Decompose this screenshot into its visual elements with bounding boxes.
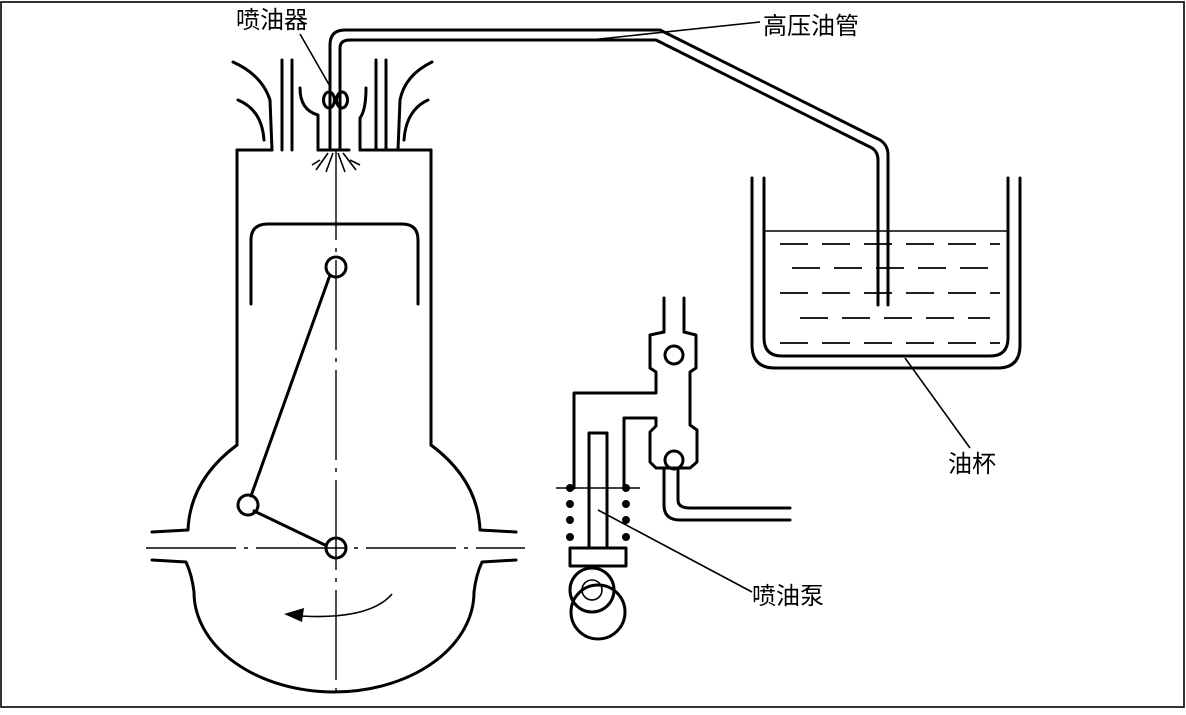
injector-label: 喷油器	[236, 6, 308, 34]
crankshaft-center	[324, 536, 348, 560]
injection-pump-label: 喷油泵	[752, 582, 824, 610]
rotation-arrow	[284, 593, 393, 622]
oil-cup	[750, 176, 1022, 370]
connecting-rod	[236, 255, 348, 560]
injection-pump	[556, 296, 792, 641]
leader-lines	[299, 21, 971, 593]
high-pressure-pipe	[328, 28, 890, 307]
high-pressure-pipe-label: 高压油管	[763, 12, 859, 40]
injector	[311, 58, 361, 173]
oil-cup-label: 油杯	[948, 450, 996, 478]
crank-pin	[236, 493, 260, 517]
piston-pin	[324, 255, 348, 279]
piston	[249, 222, 420, 306]
valve-ports	[231, 58, 434, 152]
engine-cylinder	[146, 148, 525, 700]
